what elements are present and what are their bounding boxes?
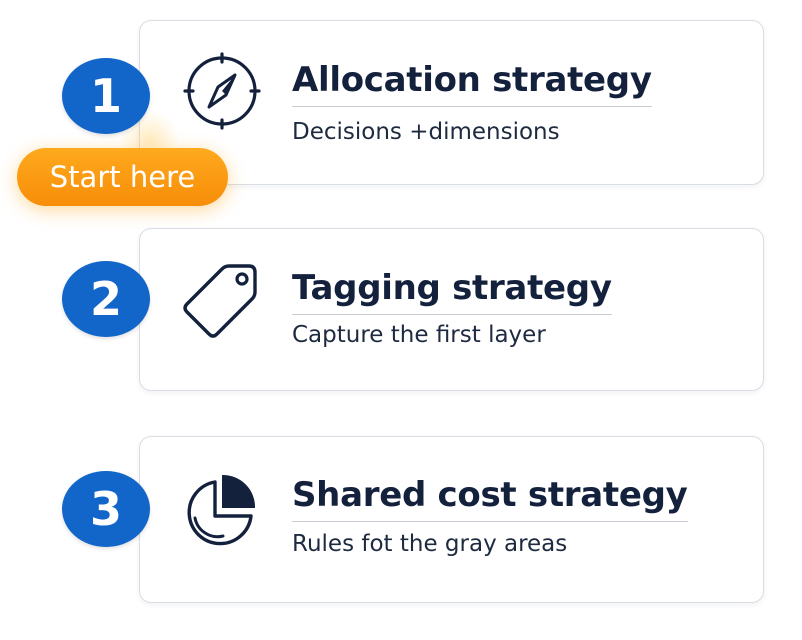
step-number-badge: 2 (62, 261, 150, 337)
tag-icon (179, 256, 265, 342)
step-title: Allocation strategy (292, 60, 652, 107)
step-subtitle: Capture the first layer (292, 322, 546, 348)
step-card-allocation (139, 20, 764, 185)
step-subtitle: Rules fot the gray areas (292, 531, 568, 557)
compass-icon (179, 48, 265, 134)
start-here-badge: Start here (17, 148, 228, 206)
step-title: Shared cost strategy (292, 475, 688, 522)
step-card-shared-cost (139, 436, 764, 603)
step-title: Tagging strategy (292, 268, 612, 315)
step-number-badge: 3 (62, 471, 150, 547)
pie-chart-icon (179, 466, 265, 552)
step-subtitle: Decisions +dimensions (292, 119, 560, 145)
step-number-badge: 1 (62, 58, 150, 134)
